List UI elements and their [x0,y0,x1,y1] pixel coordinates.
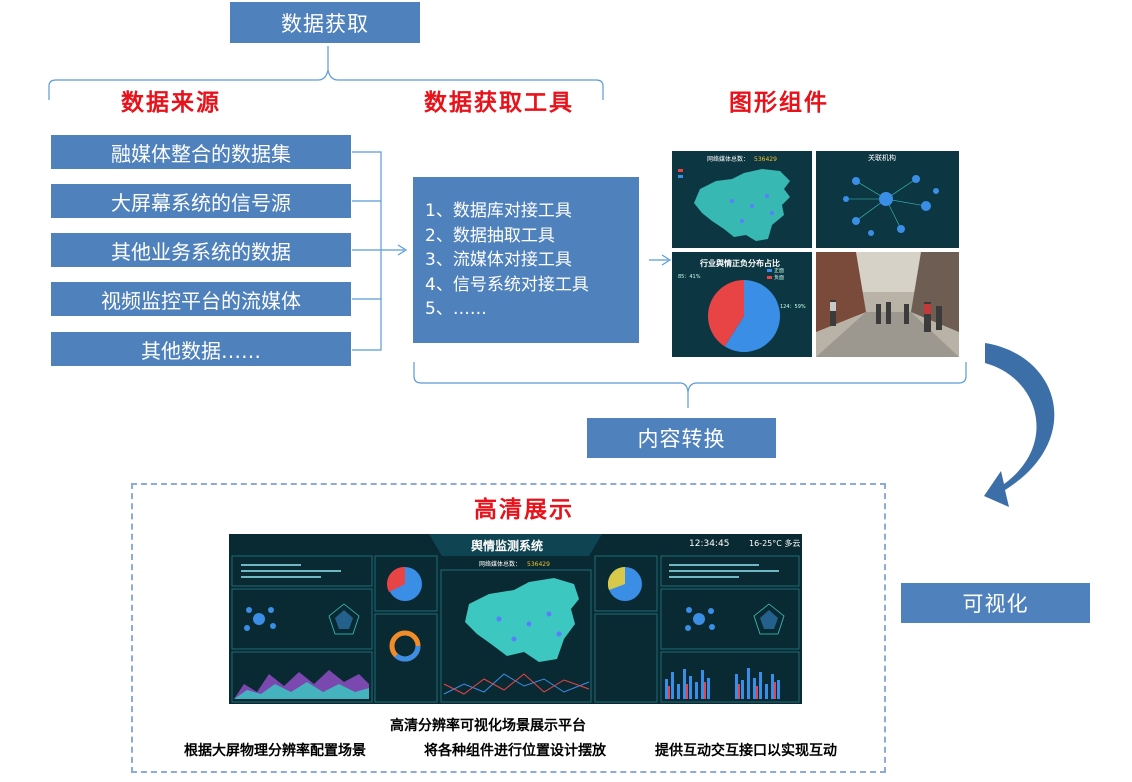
visualize-box: 可视化 [901,583,1090,623]
dashboard-map [465,578,579,662]
display-region [131,483,886,773]
top-brace [48,46,604,100]
dashboard-count: 536429 [527,561,550,568]
dashboard-graphic: 舆情监测系统 12:34:45 16-25°C 多云 网络媒体总数： 53642… [229,534,802,704]
top-title-box: 数据获取 [230,2,420,43]
map-count: 536429 [754,156,777,163]
sources-arrow-head [397,244,408,256]
street-photo-graphic [816,252,959,357]
relation-graphic: 关联机构 [816,151,959,248]
components-header: 图形组件 [729,90,829,116]
sources-bracket [352,151,382,351]
map-component-graphic: 网络媒体总数： 536429 [672,151,812,248]
map-title: 网络媒体总数： [707,155,749,163]
sources-header: 数据来源 [121,90,221,116]
dashboard-count-label: 网络媒体总数： [479,560,521,568]
source-item: 视频监控平台的流媒体 [51,282,351,316]
bottom-brace [413,362,967,408]
china-map-shape [694,169,790,241]
source-item: 其他业务系统的数据 [51,233,351,267]
transform-label: 内容转换 [637,427,726,451]
map-component: 网络媒体总数： 536429 [672,151,812,248]
pie-component: 行业舆情正负分布占比 85：41% 124：59% 正面 负面 [672,252,812,357]
street-photo [816,252,959,357]
source-item: 其他数据…… [51,332,351,366]
caption-left: 根据大屏物理分辨率配置场景 [184,743,366,759]
visualize-label: 可视化 [962,592,1029,616]
pie-slices [708,280,780,352]
curved-arrow [984,343,1055,507]
pie-slice-positive [724,280,780,352]
caption-mid: 将各种组件进行位置设计摆放 [424,743,606,759]
caption-main: 高清分辨率可视化场景展示平台 [390,718,586,734]
tool-item: 2、数据抽取工具 [425,225,555,246]
dashboard-title: 舆情监测系统 [471,538,543,553]
tool-item: 1、数据库对接工具 [425,201,572,221]
tools-header: 数据获取工具 [424,90,574,116]
pie-legend-positive: 正面 [774,268,784,274]
pie-slice-negative [708,280,744,347]
tool-item: 5、…… [425,299,487,319]
pie-left-label: 85：41% [678,274,701,280]
relation-title: 关联机构 [868,153,896,162]
tool-item: 4、信号系统对接工具 [425,274,589,295]
dashboard-time: 12:34:45 [689,539,729,549]
tools-box: 1、数据库对接工具 2、数据抽取工具 3、流媒体对接工具 4、信号系统对接工具 … [413,177,639,343]
caption-right: 提供互动交互接口以实现互动 [655,743,837,759]
dashboard-weather: 16-25°C 多云 [749,538,800,548]
pie-legend-negative: 负面 [774,274,784,281]
display-title: 高清展示 [474,497,574,523]
relation-component: 关联机构 [816,151,959,248]
top-title: 数据获取 [281,11,369,36]
pie-graphic: 行业舆情正负分布占比 85：41% 124：59% 正面 负面 [672,252,812,357]
tools-arrow-head [661,254,672,266]
dashboard-screenshot: 舆情监测系统 12:34:45 16-25°C 多云 网络媒体总数： 53642… [229,534,802,704]
pie-right-label: 124：59% [780,304,806,310]
dashboard-bars [665,668,780,699]
source-item: 大屏幕系统的信号源 [51,184,351,218]
source-item: 融媒体整合的数据集 [51,135,351,169]
transform-box: 内容转换 [587,418,776,458]
pie-title: 行业舆情正负分布占比 [699,258,780,268]
tool-item: 3、流媒体对接工具 [425,250,572,270]
